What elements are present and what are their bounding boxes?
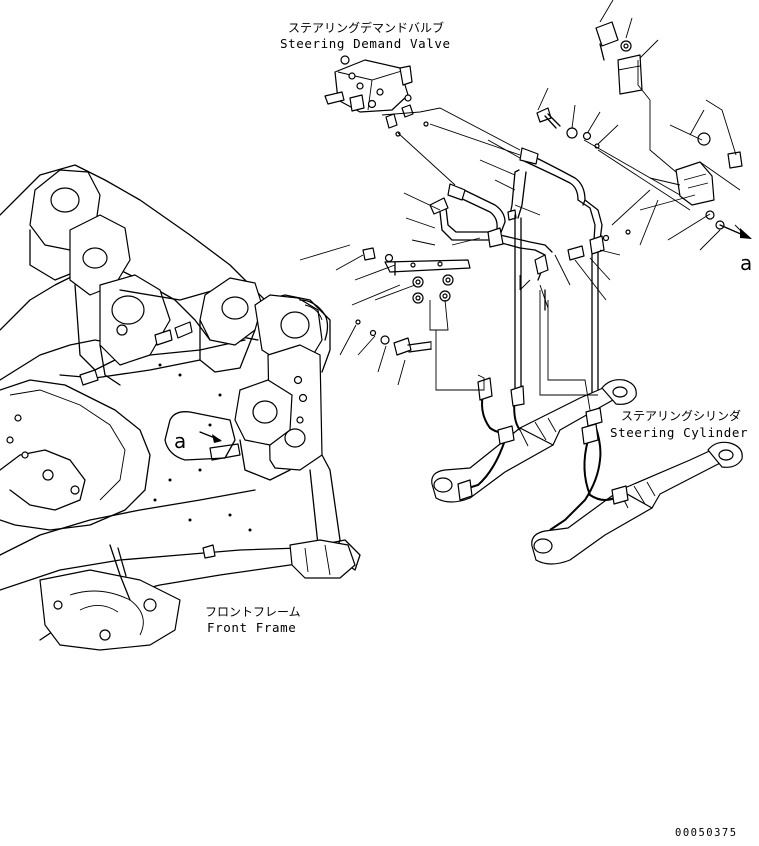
steering-pipes <box>429 147 605 421</box>
steering-cylinder-left <box>431 377 637 503</box>
label-steering-valve: ステアリングデマンドバルブ Steering Demand Valve <box>280 20 451 51</box>
front-frame-label-en: Front Frame <box>207 620 296 635</box>
ref-label-left: a <box>174 429 186 453</box>
steering-cylinder-right <box>531 407 743 565</box>
drawing-number: 00050375 <box>675 827 738 839</box>
ref-arrow-left: a <box>164 411 236 461</box>
front-frame <box>0 164 361 651</box>
valve-fittings <box>385 94 429 137</box>
steering-cylinder-label-jp: ステアリングシリンダ <box>621 408 741 423</box>
steering-cylinder-label-en: Steering Cylinder <box>610 425 748 440</box>
pipe-bracket <box>536 21 743 230</box>
steering-valve-label-en: Steering Demand Valve <box>280 36 451 51</box>
steering-valve-label-jp: ステアリングデマンドバルブ <box>288 20 444 35</box>
steering-demand-valve <box>324 55 413 113</box>
mount-bolt <box>355 319 432 356</box>
pipe-clamp-mid <box>362 229 631 304</box>
front-frame-label-jp: フロントフレーム <box>205 605 301 619</box>
label-steering-cylinder: ステアリングシリンダ Steering Cylinder <box>610 408 748 440</box>
leader-lines <box>299 0 749 411</box>
ref-arrow-right: a <box>719 224 752 275</box>
label-front-frame: フロントフレーム Front Frame <box>205 605 301 635</box>
ref-label-right: a <box>740 251 752 275</box>
